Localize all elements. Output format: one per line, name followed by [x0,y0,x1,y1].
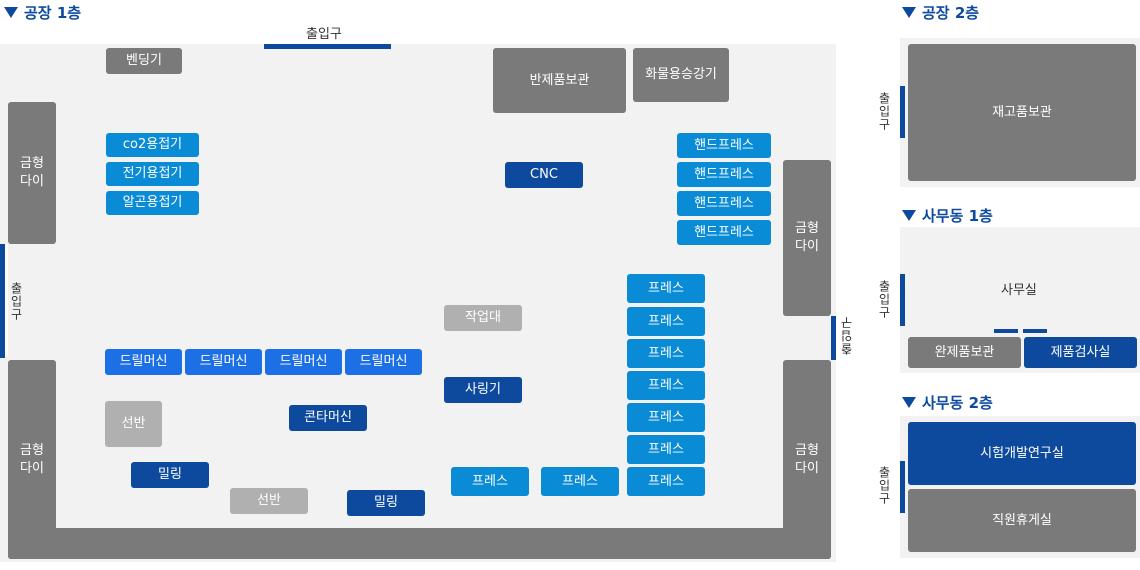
factory2-title: 공장 2층 [902,2,979,23]
press-col-5: 프레스 [627,403,705,432]
rnd-lab: 시험개발연구실 [908,422,1136,485]
drill-machine-3: 드릴머신 [265,349,342,375]
triangle-down-icon [902,397,916,408]
welder-co2: co2용접기 [106,133,199,157]
welder-argon: 알곤용접기 [106,191,199,215]
press-col-7: 프레스 [627,467,705,496]
hand-press-1: 핸드프레스 [677,133,771,158]
factory1-right-entrance-door [831,316,836,360]
product-inspection-room: 제품검사실 [1024,337,1137,368]
factory1-title-text: 공장 1층 [24,4,82,22]
office1-title: 사무동 1층 [902,205,993,226]
office1-inner-door-2 [1023,329,1047,333]
vending-machine: 벤딩기 [106,48,182,74]
milling-machine-2: 밀링 [347,490,425,516]
hand-press-3: 핸드프레스 [677,191,771,216]
shearing-machine: 사링기 [444,377,522,403]
factory1-top-entrance-door [264,44,391,49]
factory1-left-entrance-door [0,244,5,358]
press-col-2: 프레스 [627,307,705,336]
office2-entrance-label: 출입구 [877,466,891,505]
triangle-down-icon [902,210,916,221]
mold-die-right-top: 금형 다이 [783,160,831,316]
office2-entrance-door [900,461,905,513]
workbench: 작업대 [444,305,522,331]
hand-press-4: 핸드프레스 [677,220,771,245]
office1-title-text: 사무동 1층 [922,207,993,225]
office2-title-text: 사무동 2층 [922,394,993,412]
hand-press-2: 핸드프레스 [677,162,771,187]
factory2-title-text: 공장 2층 [922,4,980,22]
factory2-entrance-door [900,86,905,138]
mold-die-left-top: 금형 다이 [8,102,56,244]
stock-storage: 재고품보관 [908,44,1136,181]
milling-machine-1: 밀링 [131,462,209,488]
welder-electric: 전기용접기 [106,162,199,186]
press-col-3: 프레스 [627,339,705,368]
press-col-4: 프레스 [627,371,705,400]
factory2-entrance-label: 출입구 [877,92,891,131]
press-bottom-2: 프레스 [541,467,619,496]
drill-machine-2: 드릴머신 [185,349,262,375]
triangle-down-icon [4,7,18,18]
lathe-1: 선반 [105,401,162,447]
contour-machine: 콘타머신 [289,405,367,431]
factory1-right-entrance-label: 출입구 [840,316,854,355]
office1-entrance-label: 출입구 [877,280,891,319]
factory1-floor [0,44,836,562]
mold-die-right-bottom: 금형 다이 [783,360,831,559]
drill-machine-4: 드릴머신 [345,349,422,375]
cnc-machine: CNC [505,162,583,188]
office-room: 사무실 [1001,283,1037,298]
press-bottom-1: 프레스 [451,467,529,496]
semi-product-storage: 반제품보관 [493,48,626,113]
mold-die-left-bottom: 금형 다이 [8,360,56,559]
office1-entrance-door [900,274,905,326]
lathe-2: 선반 [230,488,308,514]
factory1-left-entrance-label: 출입구 [9,282,23,321]
drill-machine-1: 드릴머신 [105,349,182,375]
finished-product-storage: 완제품보관 [908,337,1021,368]
factory1-title: 공장 1층 [4,2,81,23]
press-col-1: 프레스 [627,274,705,303]
office2-title: 사무동 2층 [902,392,993,413]
press-col-6: 프레스 [627,435,705,464]
factory1-top-entrance-label: 출입구 [306,27,342,42]
freight-elevator: 화물용승강기 [633,48,729,102]
staff-lounge: 직원휴게실 [908,489,1136,552]
triangle-down-icon [902,7,916,18]
office1-inner-door-1 [994,329,1018,333]
factory1-bottom-wall [8,528,831,559]
